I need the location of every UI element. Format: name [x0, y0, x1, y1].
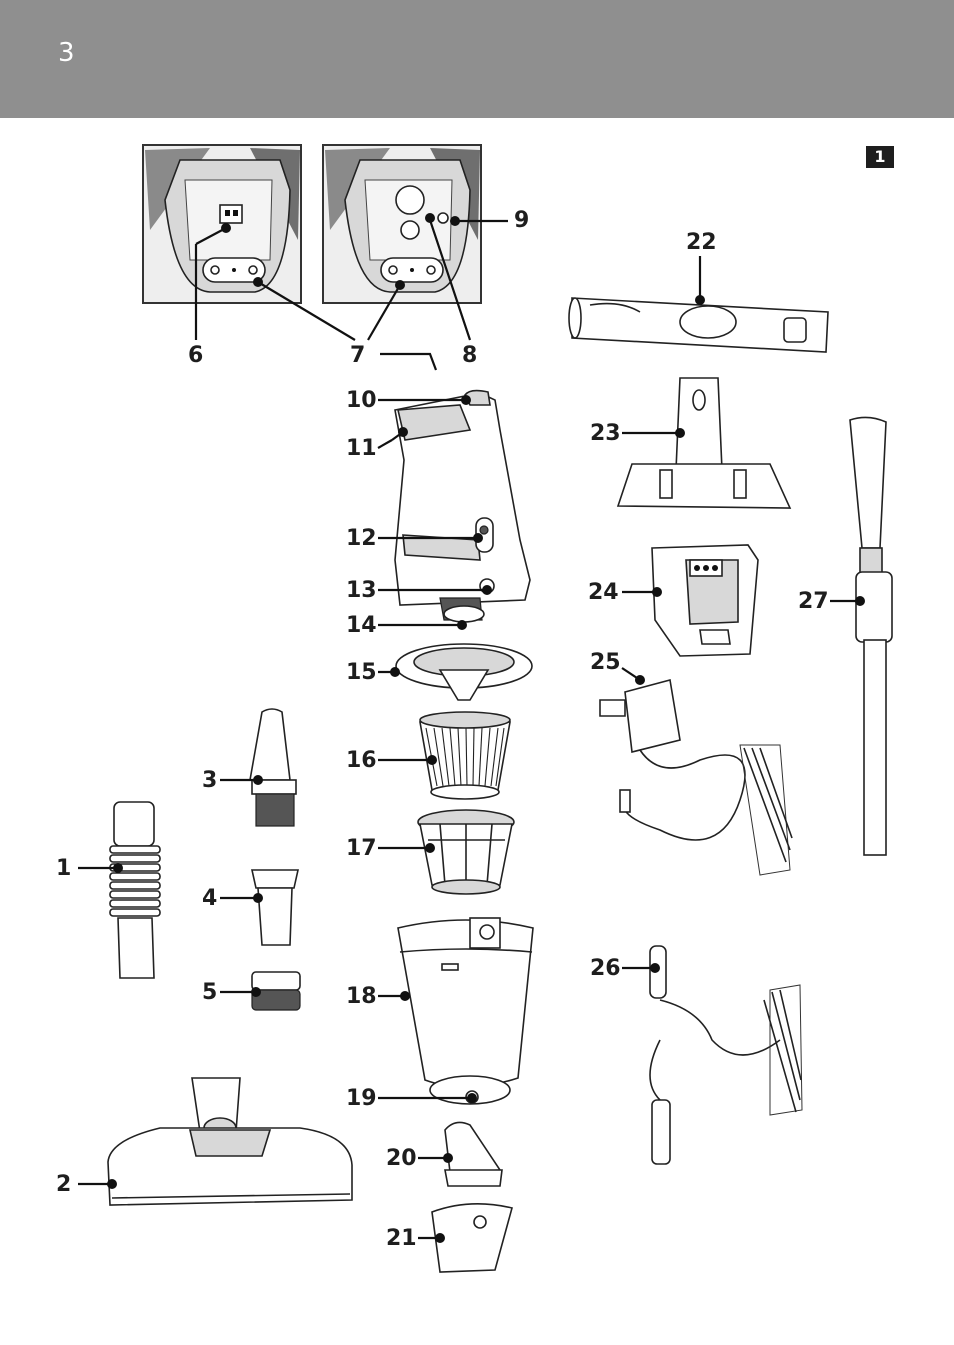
mesh-filter-illustration [417, 809, 515, 895]
part-label-6: 6 [188, 343, 204, 368]
part-label-16: 16 [346, 748, 377, 773]
cover-part-illustration [431, 1203, 513, 1273]
brush-nozzle-illustration [249, 708, 297, 827]
part-label-7: 7 [350, 343, 366, 368]
part-label-1: 1 [56, 856, 72, 881]
docking-stand-23-illustration [616, 377, 792, 509]
part-label-23: 23 [590, 421, 621, 446]
part-label-25: 25 [590, 650, 621, 675]
part-label-9: 9 [514, 208, 530, 233]
part-label-18: 18 [346, 984, 377, 1009]
upholstery-nozzle-illustration [251, 971, 301, 1011]
floor-nozzle-illustration [107, 1077, 353, 1206]
part-label-14: 14 [346, 613, 377, 638]
part-label-17: 17 [346, 836, 377, 861]
pleated-filter-illustration [419, 711, 511, 800]
figure-number-badge: 1 [866, 146, 894, 168]
part-label-15: 15 [346, 660, 377, 685]
part-label-24: 24 [588, 580, 619, 605]
part-label-11: 11 [346, 436, 377, 461]
part-label-2: 2 [56, 1172, 72, 1197]
page-number: 3 [58, 38, 75, 68]
part-label-8: 8 [462, 343, 478, 368]
adapter-25-illustration [599, 679, 793, 876]
part-label-10: 10 [346, 388, 377, 413]
filter-holder-illustration [395, 643, 533, 701]
part-label-13: 13 [346, 578, 377, 603]
extension-tube-27-illustration [849, 416, 893, 856]
flexible-hose-illustration [109, 801, 161, 979]
wall-bracket-22-illustration [568, 297, 829, 353]
charging-base-24-illustration [651, 544, 759, 657]
part-label-3: 3 [202, 768, 218, 793]
car-adapter-26-illustration [649, 945, 803, 1165]
dust-container-illustration [397, 917, 534, 1105]
page-header-bar: 3 [0, 0, 954, 118]
part-label-27: 27 [798, 589, 829, 614]
part-label-22: 22 [686, 230, 717, 255]
crevice-part-illustration [444, 1121, 503, 1187]
small-nozzle-illustration [251, 869, 299, 946]
part-label-26: 26 [590, 956, 621, 981]
part-label-4: 4 [202, 886, 218, 911]
part-label-20: 20 [386, 1146, 417, 1171]
part-label-19: 19 [346, 1086, 377, 1111]
part-label-5: 5 [202, 980, 218, 1005]
part-label-21: 21 [386, 1226, 417, 1251]
part-label-12: 12 [346, 526, 377, 551]
inset-left-bottom-view [142, 144, 302, 304]
handheld-body-illustration [394, 389, 531, 623]
